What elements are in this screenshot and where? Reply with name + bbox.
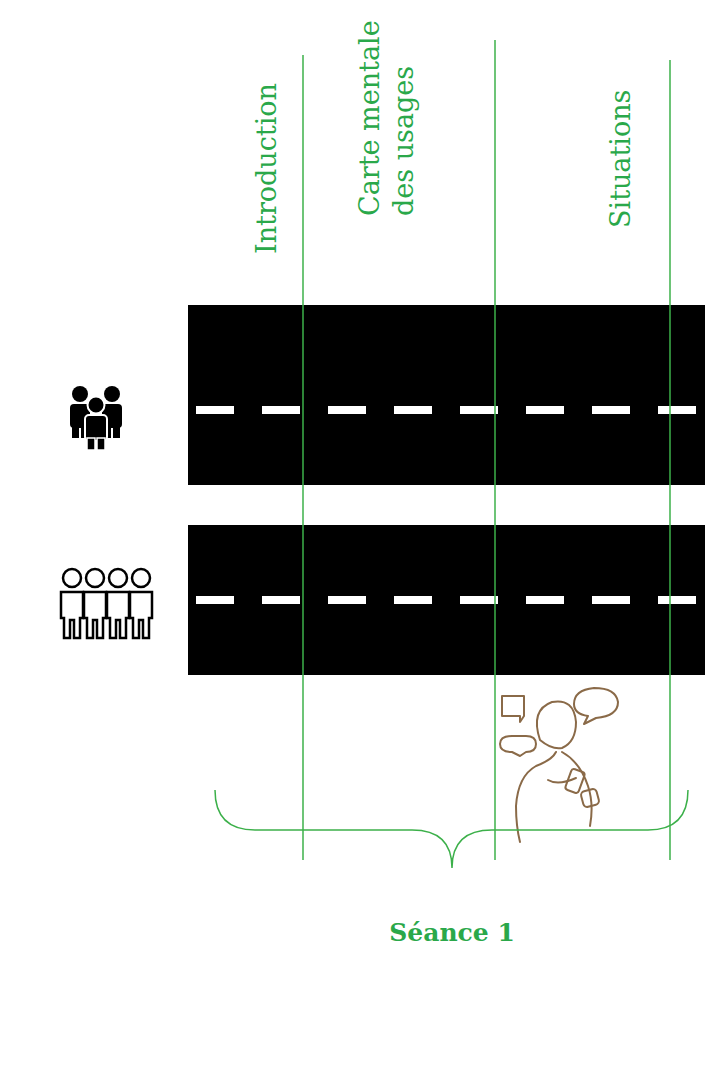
session-label: Séance 1 xyxy=(389,916,515,950)
group-icon xyxy=(70,386,122,450)
phase-heading: Situations xyxy=(604,90,638,228)
session-brace xyxy=(215,790,688,868)
road-band xyxy=(188,525,705,675)
phase-heading: Introduction xyxy=(250,83,284,254)
road-band xyxy=(188,305,705,485)
audience-icon xyxy=(61,569,152,638)
phase-heading: Carte mentale des usages xyxy=(353,0,421,216)
person-illustration xyxy=(500,688,618,842)
